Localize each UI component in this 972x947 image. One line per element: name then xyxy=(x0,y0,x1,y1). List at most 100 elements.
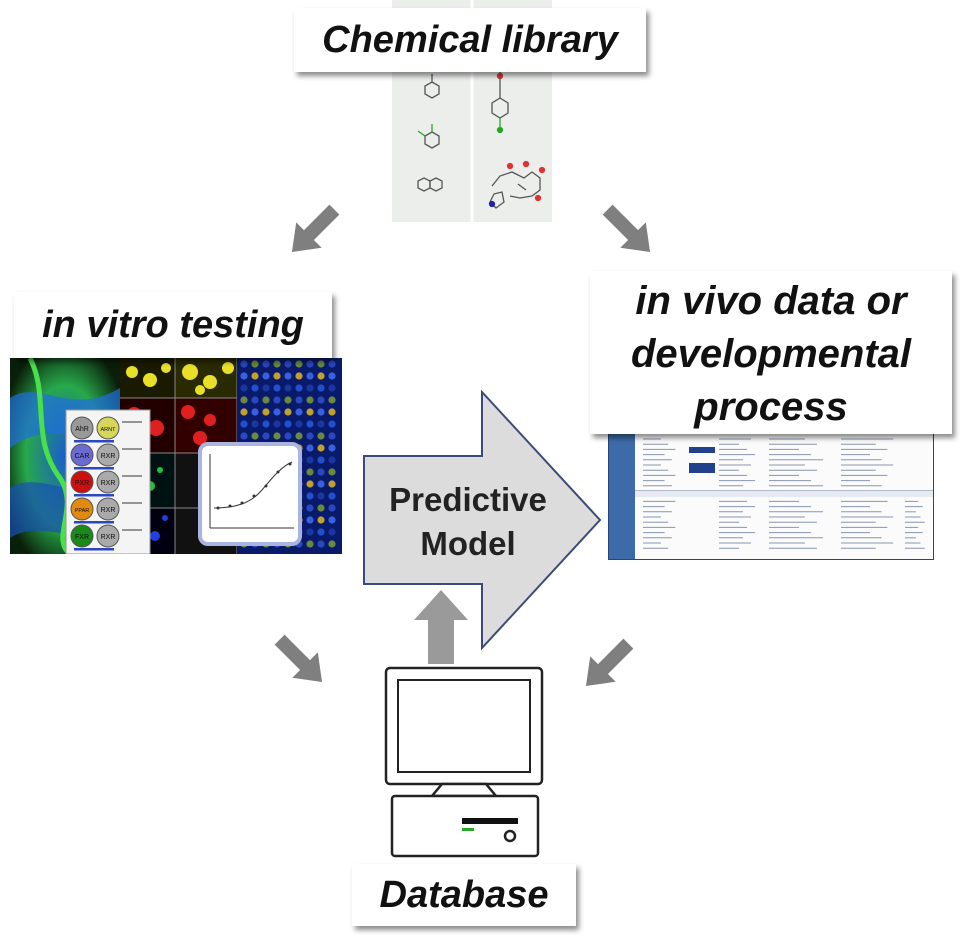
receptor-circle xyxy=(96,470,120,494)
receptor-circle xyxy=(96,524,120,548)
dose-response-inset xyxy=(198,442,302,546)
in-vivo-label-line-3: process xyxy=(694,385,848,429)
receptor-label: RXR xyxy=(101,480,116,487)
receptor-circle xyxy=(70,416,94,440)
receptor-label: RXR xyxy=(101,534,116,541)
microarray-dot xyxy=(306,528,314,536)
microarray-dot xyxy=(262,396,270,404)
naphthalene-structure xyxy=(417,177,443,192)
microarray-dot xyxy=(295,432,303,440)
microarray-dot xyxy=(317,420,325,428)
receptor-label: PXR xyxy=(75,480,89,487)
receptor-bar xyxy=(74,467,114,470)
microarray-dot xyxy=(328,432,336,440)
database-label: Database xyxy=(352,864,576,926)
microarray-dot xyxy=(251,372,259,380)
microarray-dot xyxy=(328,540,336,548)
arrow-vitro-to-database xyxy=(274,634,323,683)
microarray-dot xyxy=(328,360,336,368)
predictive-model-arrow xyxy=(363,389,602,651)
microarray-dot xyxy=(306,504,314,512)
microarray-dot xyxy=(317,540,325,548)
microarray-dot xyxy=(251,384,259,392)
microarray-dot xyxy=(262,384,270,392)
receptor-label: FXR xyxy=(75,534,89,541)
predictive-model-label: Predictive Model xyxy=(368,478,568,566)
microarray-dot xyxy=(317,516,325,524)
microarray-dot xyxy=(317,384,325,392)
microarray-dot xyxy=(306,444,314,452)
microarray-dot xyxy=(306,396,314,404)
in-vivo-label-line-2: developmental xyxy=(630,332,912,376)
microarray-dot xyxy=(328,516,336,524)
microarray-dot xyxy=(306,408,314,416)
microarray-dot xyxy=(317,492,325,500)
microarray-dot xyxy=(240,360,248,368)
receptor-circle xyxy=(70,497,94,521)
microarray-dot xyxy=(273,408,281,416)
microarray-dot xyxy=(317,408,325,416)
microarray-dot xyxy=(328,480,336,488)
microarray-dot xyxy=(317,432,325,440)
receptor-label: RXR xyxy=(101,507,116,514)
microarray-dot xyxy=(251,420,259,428)
in-vivo-label-line-1: in vivo data or xyxy=(635,279,907,323)
receptor-circle xyxy=(96,443,120,467)
receptor-bar xyxy=(74,440,114,443)
microarray-dot xyxy=(262,360,270,368)
database-to-model-arrow xyxy=(414,590,468,664)
microarray-dot xyxy=(295,372,303,380)
receptor-label: RXR xyxy=(101,453,116,460)
microarray-dot xyxy=(306,516,314,524)
microarray-dot xyxy=(317,372,325,380)
receptor-label: PPAR xyxy=(75,508,90,514)
microarray-dot xyxy=(273,384,281,392)
microarray-dot xyxy=(284,384,292,392)
receptor-circle xyxy=(96,416,120,440)
microarray-dot xyxy=(306,456,314,464)
arrow-chem-to-vitro xyxy=(291,204,340,253)
microarray-dot xyxy=(306,372,314,380)
microarray-dot xyxy=(295,420,303,428)
receptor-bar xyxy=(74,494,114,497)
microarray-dot xyxy=(273,396,281,404)
microarray-dot xyxy=(306,468,314,476)
microarray-dot xyxy=(306,420,314,428)
microarray-dot xyxy=(251,396,259,404)
microarray-dot xyxy=(328,372,336,380)
microarray-dot xyxy=(317,396,325,404)
microarray-dot xyxy=(306,540,314,548)
microarray-dot xyxy=(251,360,259,368)
dose-response-points xyxy=(216,462,292,510)
microarray-dot xyxy=(273,372,281,380)
microarray-dot xyxy=(284,372,292,380)
microarray-dot xyxy=(328,504,336,512)
microarray-dot xyxy=(317,444,325,452)
microarray-dot xyxy=(317,528,325,536)
receptor-bar xyxy=(74,548,114,551)
microarray-dot xyxy=(317,504,325,512)
in-vitro-testing-label: in vitro testing xyxy=(14,292,332,358)
microarray-dot xyxy=(251,432,259,440)
predictive-model-line-1: Predictive xyxy=(389,481,547,518)
predictive-model-line-2: Model xyxy=(420,525,516,562)
microarray-dot xyxy=(317,360,325,368)
microarray-dot xyxy=(284,420,292,428)
microarray-dot xyxy=(317,480,325,488)
microarray-dot xyxy=(273,360,281,368)
receptor-circle xyxy=(96,497,120,521)
microarray-dot xyxy=(328,396,336,404)
receptor-bar xyxy=(74,521,114,524)
microarray-dot xyxy=(306,384,314,392)
microarray-dot xyxy=(240,420,248,428)
microarray-dot xyxy=(328,408,336,416)
microarray-dot xyxy=(295,396,303,404)
microarray-dot xyxy=(328,528,336,536)
microarray-dot xyxy=(295,360,303,368)
arrow-chem-to-vivo xyxy=(602,204,651,253)
microarray-dot xyxy=(328,492,336,500)
chemical-library-label: Chemical library xyxy=(294,8,646,72)
